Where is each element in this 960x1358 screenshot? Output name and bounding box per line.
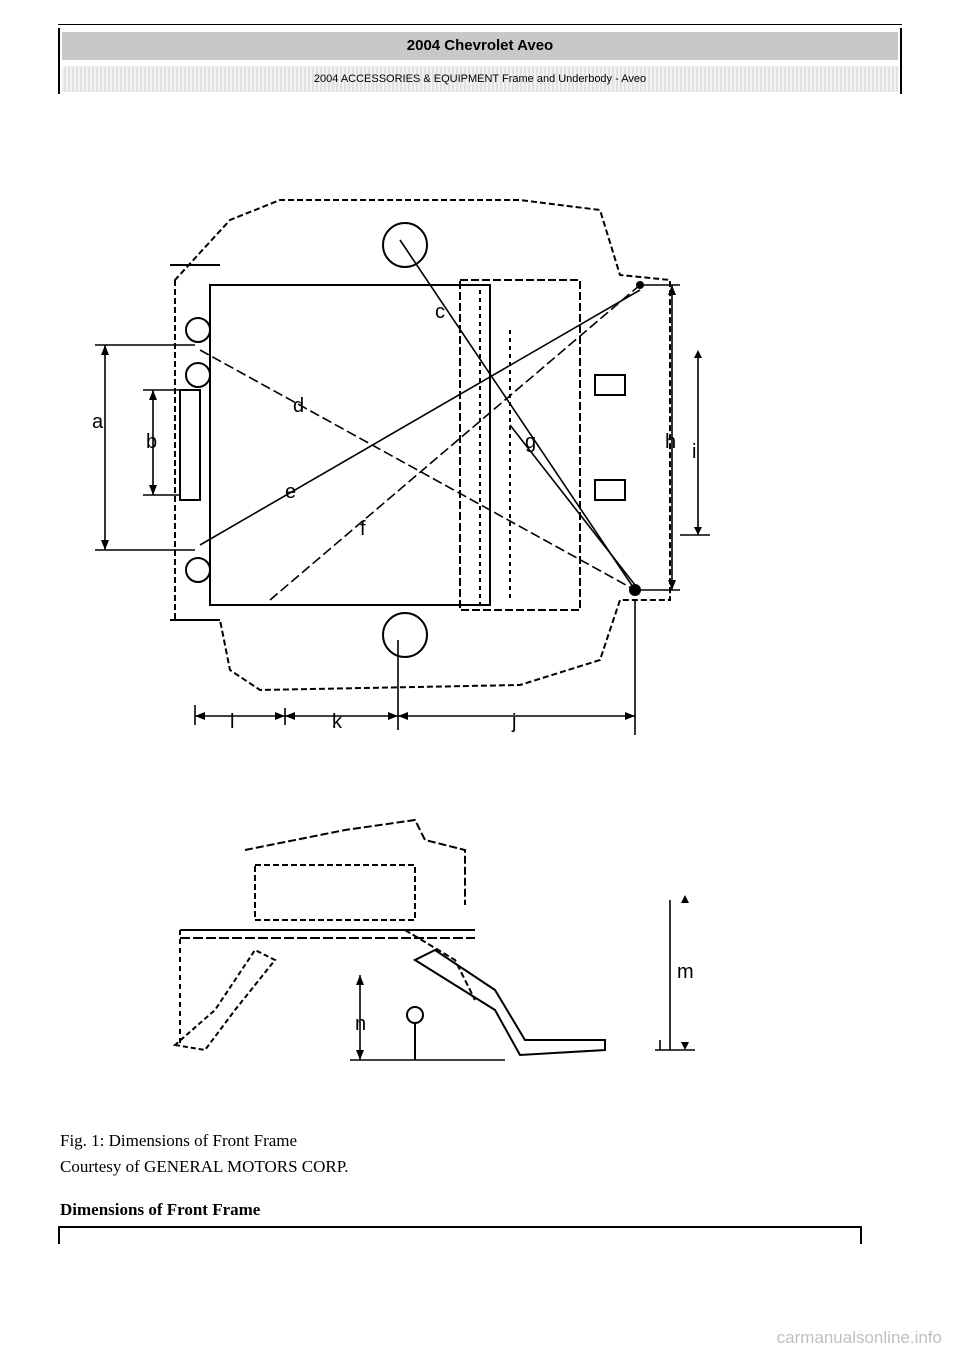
document-subtitle: 2004 ACCESSORIES & EQUIPMENT Frame and U… xyxy=(62,66,898,92)
dim-label-d: d xyxy=(293,395,304,417)
header-rule-top xyxy=(58,24,902,25)
header-rule-right xyxy=(900,28,902,94)
document-title: 2004 Chevrolet Aveo xyxy=(62,32,898,60)
dim-label-j: j xyxy=(511,711,516,733)
dim-label-g: g xyxy=(525,431,536,453)
dim-label-h: h xyxy=(665,431,676,453)
dim-label-k: k xyxy=(332,711,343,733)
dim-label-a: a xyxy=(92,411,104,433)
page-header: 2004 Chevrolet Aveo 2004 ACCESSORIES & E… xyxy=(58,24,902,94)
section-heading: Dimensions of Front Frame xyxy=(60,1200,261,1219)
figure-caption-credit: Courtesy of GENERAL MOTORS CORP. xyxy=(60,1157,349,1176)
front-frame-top-view: a b c d e f g h i j k l xyxy=(92,199,710,735)
dim-label-n: n xyxy=(355,1013,366,1035)
dim-label-c: c xyxy=(435,301,445,323)
front-frame-side-view: m n xyxy=(172,818,695,1061)
dim-label-i: i xyxy=(692,441,696,463)
dimensions-table xyxy=(58,1226,862,1244)
dim-label-l: l xyxy=(230,711,234,733)
dim-label-e: e xyxy=(285,481,296,503)
header-rule-left xyxy=(58,28,60,94)
figure-caption: Fig. 1: Dimensions of Front Frame Courte… xyxy=(60,1128,349,1180)
dim-label-f: f xyxy=(360,518,366,540)
watermark: carmanualsonline.info xyxy=(776,1328,942,1347)
figure-caption-title: Fig. 1: Dimensions of Front Frame xyxy=(60,1131,298,1150)
dim-label-m: m xyxy=(677,961,694,983)
dim-label-b: b xyxy=(146,431,157,453)
